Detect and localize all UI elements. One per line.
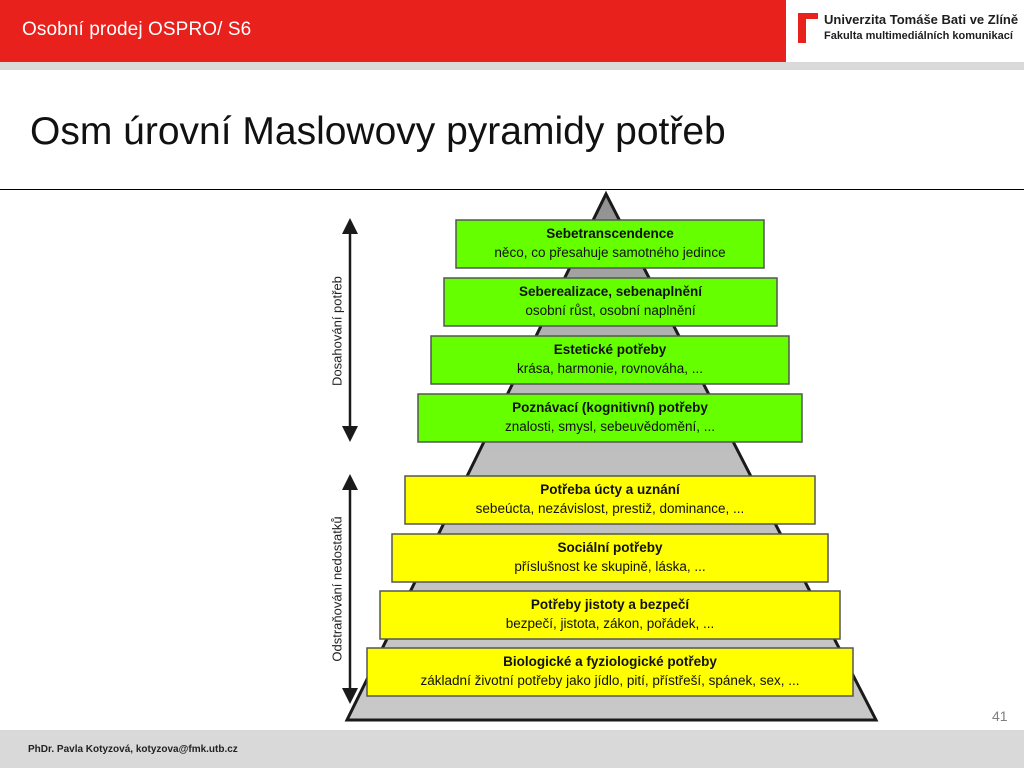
level-box: [417, 393, 803, 443]
level-description: něco, co přesahuje samotného jedince: [494, 245, 725, 260]
level-box: [391, 533, 829, 583]
growth-group-label: Dosahování potřeb: [329, 276, 344, 386]
slide-title: Osm úrovní Maslowovy pyramidy potřeb: [30, 110, 726, 153]
pyramid-level-8: Biologické a fyziologické potřeby základn…: [366, 647, 854, 697]
level-title: Biologické a fyziologické potřeby: [503, 654, 717, 669]
logo-university-name: Univerzita Tomáše Bati ve Zlíně: [824, 12, 1019, 27]
pyramid-level-4: Poznávací (kognitivní) potřeby znalosti, …: [417, 393, 803, 443]
pyramid-level-2: Seberealizace, sebenaplnění osobní růst, …: [443, 277, 778, 327]
header-bar: Osobní prodej OSPRO/ S6: [0, 0, 786, 62]
level-description: bezpečí, jistota, zákon, pořádek, ...: [506, 616, 715, 631]
level-description: osobní růst, osobní naplnění: [525, 303, 696, 318]
level-box: [366, 647, 854, 697]
level-description: krása, harmonie, rovnováha, ...: [517, 361, 703, 376]
level-title: Seberealizace, sebenaplnění: [519, 284, 703, 299]
pyramid-level-3: Estetické potřeby krása, harmonie, rovnov…: [430, 335, 790, 385]
level-box: [443, 277, 778, 327]
level-box: [430, 335, 790, 385]
level-description: příslušnost ke skupině, láska, ...: [514, 559, 705, 574]
pyramid-levels: Sebetranscendence něco, co přesahuje samo…: [366, 219, 854, 697]
course-title: Osobní prodej OSPRO/ S6: [22, 19, 252, 40]
university-logo-icon: [798, 13, 818, 43]
slide-number: 41: [992, 708, 1008, 724]
level-description: sebeúcta, nezávislost, prestiž, dominanc…: [476, 501, 745, 516]
pyramid-shape: [344, 190, 879, 722]
deficiency-arrow: [342, 474, 358, 704]
header-separator: [0, 62, 1024, 70]
university-logo: Univerzita Tomáše Bati ve Zlíně Fakulta …: [786, 0, 1024, 62]
pyramid-level-7: Potřeby jistoty a bezpečí bezpečí, jistot…: [379, 590, 841, 640]
level-box: [379, 590, 841, 640]
title-divider: [0, 189, 1024, 190]
level-title: Estetické potřeby: [554, 342, 667, 357]
level-box: [404, 475, 816, 525]
footer-bar: PhDr. Pavla Kotyzová, kotyzova@fmk.utb.c…: [0, 730, 1024, 768]
level-title: Potřeby jistoty a bezpečí: [531, 597, 691, 612]
pyramid-level-5: Potřeba úcty a uznání sebeúcta, nezávislo…: [404, 475, 816, 525]
pyramid-level-6: Sociální potřeby příslušnost ke skupině, …: [391, 533, 829, 583]
level-title: Sebetranscendence: [546, 226, 674, 241]
level-description: základní životní potřeby jako jídlo, pit…: [421, 673, 800, 688]
level-title: Sociální potřeby: [557, 540, 663, 555]
footer-author: PhDr. Pavla Kotyzová, kotyzova@fmk.utb.c…: [28, 744, 238, 755]
level-description: znalosti, smysl, sebeuvědomění, ...: [505, 419, 715, 434]
growth-arrow: [342, 218, 358, 442]
deficiency-group-label: Odstraňování nedostatků: [329, 516, 344, 661]
level-title: Potřeba úcty a uznání: [540, 482, 681, 497]
pyramid-level-1: Sebetranscendence něco, co přesahuje samo…: [455, 219, 765, 269]
logo-faculty-name: Fakulta multimediálních komunikací: [824, 30, 1013, 42]
level-box: [455, 219, 765, 269]
level-title: Poznávací (kognitivní) potřeby: [512, 400, 708, 415]
